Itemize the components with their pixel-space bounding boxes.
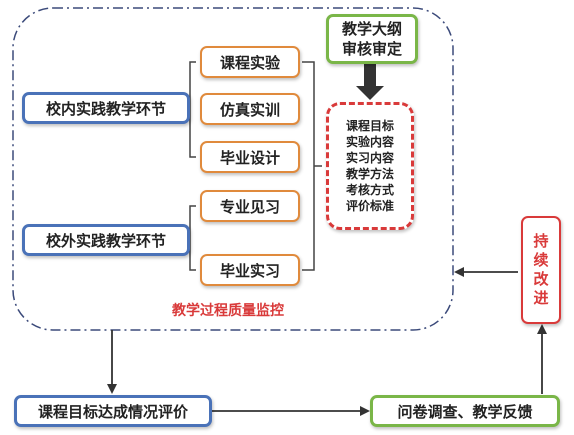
syllabus-contents-box: 课程目标 实验内容 实习内容 教学方法 考核方式 评价标准 xyxy=(326,102,414,230)
internal-practice-label: 校内实践教学环节 xyxy=(45,99,166,118)
professional-visit-label: 专业见习 xyxy=(219,197,280,216)
monitoring-boundary xyxy=(12,7,454,331)
quality-monitoring-label: 教学过程质量监控 xyxy=(172,303,284,319)
graduation-design-label: 毕业设计 xyxy=(219,148,280,167)
improve-char: 进 xyxy=(533,289,549,307)
internal-practice-box: 校内实践教学环节 xyxy=(22,92,190,124)
syllabus-review-line2: 审核审定 xyxy=(341,40,402,58)
contents-item: 教学方法 xyxy=(345,167,394,181)
improve-char: 持 xyxy=(533,232,549,250)
contents-item: 评价标准 xyxy=(345,199,394,213)
feedback-label: 问卷调查、教学反馈 xyxy=(397,402,533,421)
contents-item: 课程目标 xyxy=(345,119,394,133)
professional-visit-box: 专业见习 xyxy=(200,190,300,222)
syllabus-review-box: 教学大纲 审核审定 xyxy=(326,14,418,64)
simulation-training-box: 仿真实训 xyxy=(200,93,300,125)
external-practice-box: 校外实践教学环节 xyxy=(22,224,190,256)
syllabus-review-line1: 教学大纲 xyxy=(341,20,402,38)
feedback-box: 问卷调查、教学反馈 xyxy=(370,395,560,427)
graduation-design-box: 毕业设计 xyxy=(200,141,300,173)
course-experiment-label: 课程实验 xyxy=(219,53,280,72)
continuous-improvement-box: 持 续 改 进 xyxy=(521,216,561,324)
course-goal-evaluation-box: 课程目标达成情况评价 xyxy=(14,395,212,427)
external-practice-label: 校外实践教学环节 xyxy=(45,231,166,250)
course-experiment-box: 课程实验 xyxy=(200,46,300,78)
improve-char: 改 xyxy=(533,270,549,288)
contents-item: 实习内容 xyxy=(345,151,394,165)
right-bracket xyxy=(302,61,322,271)
graduation-internship-box: 毕业实习 xyxy=(200,254,300,286)
improve-char: 续 xyxy=(533,251,549,269)
syllabus-down-arrow xyxy=(356,62,384,100)
contents-item: 考核方式 xyxy=(345,183,394,197)
graduation-internship-label: 毕业实习 xyxy=(219,261,280,280)
course-goal-evaluation-label: 课程目标达成情况评价 xyxy=(37,402,188,421)
simulation-training-label: 仿真实训 xyxy=(219,100,280,119)
contents-item: 实验内容 xyxy=(345,135,394,149)
